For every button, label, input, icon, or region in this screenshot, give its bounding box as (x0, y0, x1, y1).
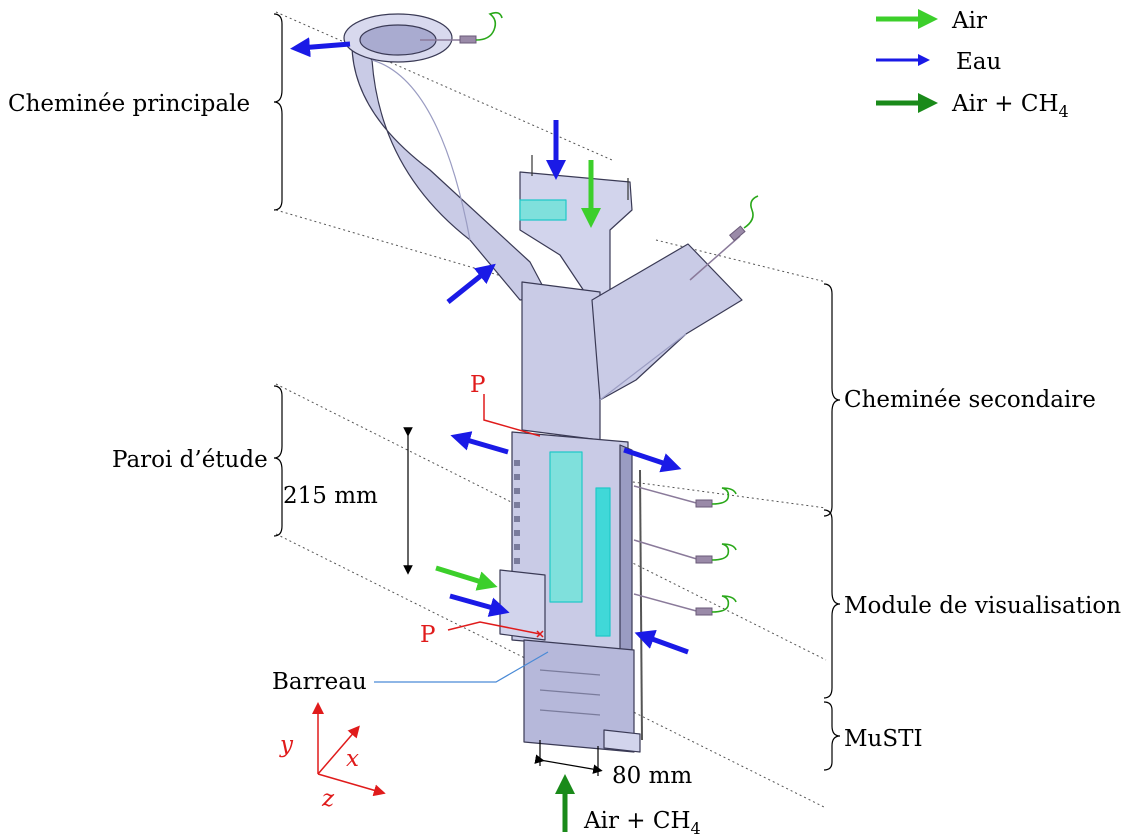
braces (273, 13, 841, 771)
water-study-out-arrow (450, 431, 509, 455)
brace-main-chimney (273, 13, 283, 211)
label-axis-z: z (321, 786, 335, 812)
lower-injection-block (499, 569, 546, 641)
legend-mix-label: Air + CH4 (951, 91, 1069, 121)
flow-arrows (290, 37, 689, 832)
label-pressure-top: P (470, 372, 485, 398)
sensor-main (420, 11, 503, 44)
label-pressure-bottom: P (420, 622, 435, 648)
sensor-vis-1 (633, 485, 737, 508)
sensor-vis-2 (633, 539, 737, 564)
labels: Cheminée principale Cheminée secondaire … (8, 91, 1121, 838)
air-lower-arrow (435, 565, 498, 591)
brace-visualization (823, 509, 841, 699)
brace-musti (823, 701, 841, 771)
water-vis-in-arrow (634, 630, 689, 655)
width-dimension-line (534, 754, 603, 774)
study-wall-comb (514, 460, 520, 564)
bar-pointer-line (374, 651, 549, 683)
label-height-dimension: 215 mm (283, 483, 378, 509)
label-visualization-module: Module de visualisation (844, 593, 1121, 619)
z-axis-arrow (317, 773, 386, 797)
label-study-wall: Paroi d’étude (112, 447, 268, 473)
water-side-arrow (446, 263, 496, 304)
label-bar: Barreau (272, 669, 367, 695)
brace-secondary-chimney (823, 283, 841, 517)
legend-air-label: Air (951, 8, 987, 34)
dimensions (403, 427, 603, 776)
side-window (595, 487, 611, 637)
label-main-chimney: Cheminée principale (8, 91, 250, 117)
sensor-secondary (689, 195, 759, 281)
label-width-dimension: 80 mm (612, 763, 692, 789)
axes-triad (312, 702, 386, 797)
central-column (521, 281, 601, 441)
pressure-taps (447, 394, 544, 638)
water-outlet-arrow (290, 37, 351, 58)
musti-block (523, 639, 635, 753)
label-musti: MuSTI (844, 726, 923, 752)
label-secondary-chimney: Cheminée secondaire (844, 387, 1096, 413)
sensor-vis-3 (633, 593, 737, 616)
secondary-chimney (591, 243, 743, 401)
label-inlet: Air + CH4 (583, 808, 701, 838)
study-window (549, 451, 583, 603)
legend: Air Eau Air + CH4 (876, 8, 1069, 121)
top-cyan-window (519, 199, 567, 221)
sensors (420, 11, 759, 616)
label-axis-y: y (279, 732, 294, 758)
brace-study-wall (273, 385, 283, 537)
label-axis-x: x (346, 746, 359, 772)
x-axis-arrow (317, 725, 360, 775)
water-vis-out-arrow (623, 447, 682, 473)
musti-foot (603, 729, 641, 753)
water-lower-arrow (449, 593, 510, 617)
legend-water-label: Eau (956, 49, 1001, 75)
apparatus (343, 13, 743, 753)
